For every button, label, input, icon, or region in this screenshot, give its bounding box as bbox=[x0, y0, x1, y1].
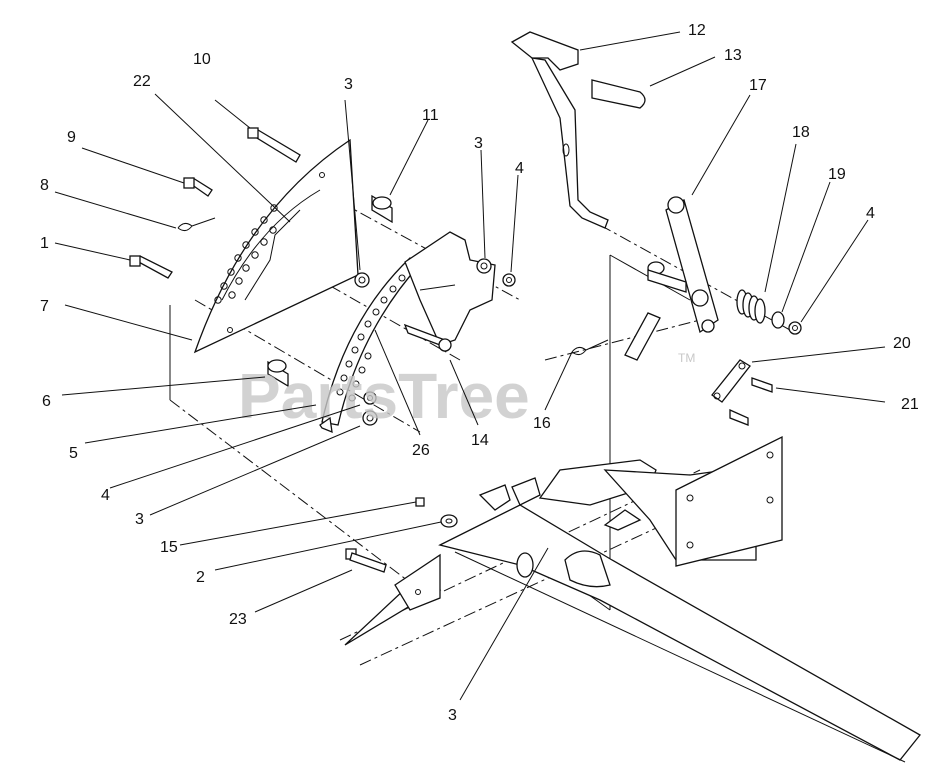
callout-13: 13 bbox=[724, 47, 742, 64]
watermark: PartsTree TM bbox=[238, 351, 695, 432]
callout-3-left: 3 bbox=[135, 511, 144, 528]
pedal-lever bbox=[510, 31, 646, 229]
callout-12: 12 bbox=[688, 22, 706, 39]
callout-19: 19 bbox=[828, 166, 846, 183]
callout-4-left: 4 bbox=[101, 487, 110, 504]
frame-assembly bbox=[319, 416, 921, 763]
link-arm bbox=[624, 196, 719, 361]
callout-14: 14 bbox=[471, 432, 489, 449]
callout-23: 26 bbox=[412, 442, 430, 459]
callout-22: 22 bbox=[133, 73, 151, 90]
sector-plate-left bbox=[193, 138, 359, 354]
callout-4-mid: 4 bbox=[515, 160, 524, 177]
callout-26: 23 bbox=[229, 611, 247, 628]
callout-18: 18 bbox=[792, 124, 810, 141]
callout-20: 20 bbox=[893, 335, 911, 352]
callout-11: 11 bbox=[422, 107, 439, 124]
callout-3-mid: 3 bbox=[474, 135, 483, 152]
callout-4-right: 4 bbox=[866, 205, 875, 222]
callout-1: 1 bbox=[40, 235, 49, 252]
sector-holes-inner bbox=[336, 274, 406, 402]
callout-17: 17 bbox=[749, 77, 767, 94]
watermark-text: PartsTree bbox=[238, 360, 530, 432]
sector-holes-left bbox=[214, 204, 278, 304]
callout-15: 15 bbox=[160, 539, 178, 556]
callout-numbers: 10 22 9 8 1 7 6 5 4 3 15 2 23 3 11 3 4 2… bbox=[40, 22, 919, 724]
callout-9: 9 bbox=[67, 129, 76, 146]
callout-10: 10 bbox=[193, 51, 211, 68]
leader-lines bbox=[54, 31, 886, 701]
callout-7: 7 bbox=[40, 298, 49, 315]
callout-6: 6 bbox=[42, 393, 51, 410]
callout-21: 21 bbox=[901, 396, 919, 413]
callout-16: 16 bbox=[533, 415, 551, 432]
callout-8: 8 bbox=[40, 177, 49, 194]
lever-bracket bbox=[403, 231, 496, 352]
callout-5: 5 bbox=[69, 445, 78, 462]
spring bbox=[736, 289, 766, 324]
link-plate bbox=[711, 359, 773, 426]
callout-2: 2 bbox=[196, 569, 205, 586]
fasteners bbox=[129, 127, 802, 573]
callout-3-top: 3 bbox=[344, 76, 353, 93]
callout-3-bottom: 3 bbox=[448, 707, 457, 724]
watermark-trademark: TM bbox=[678, 351, 695, 365]
